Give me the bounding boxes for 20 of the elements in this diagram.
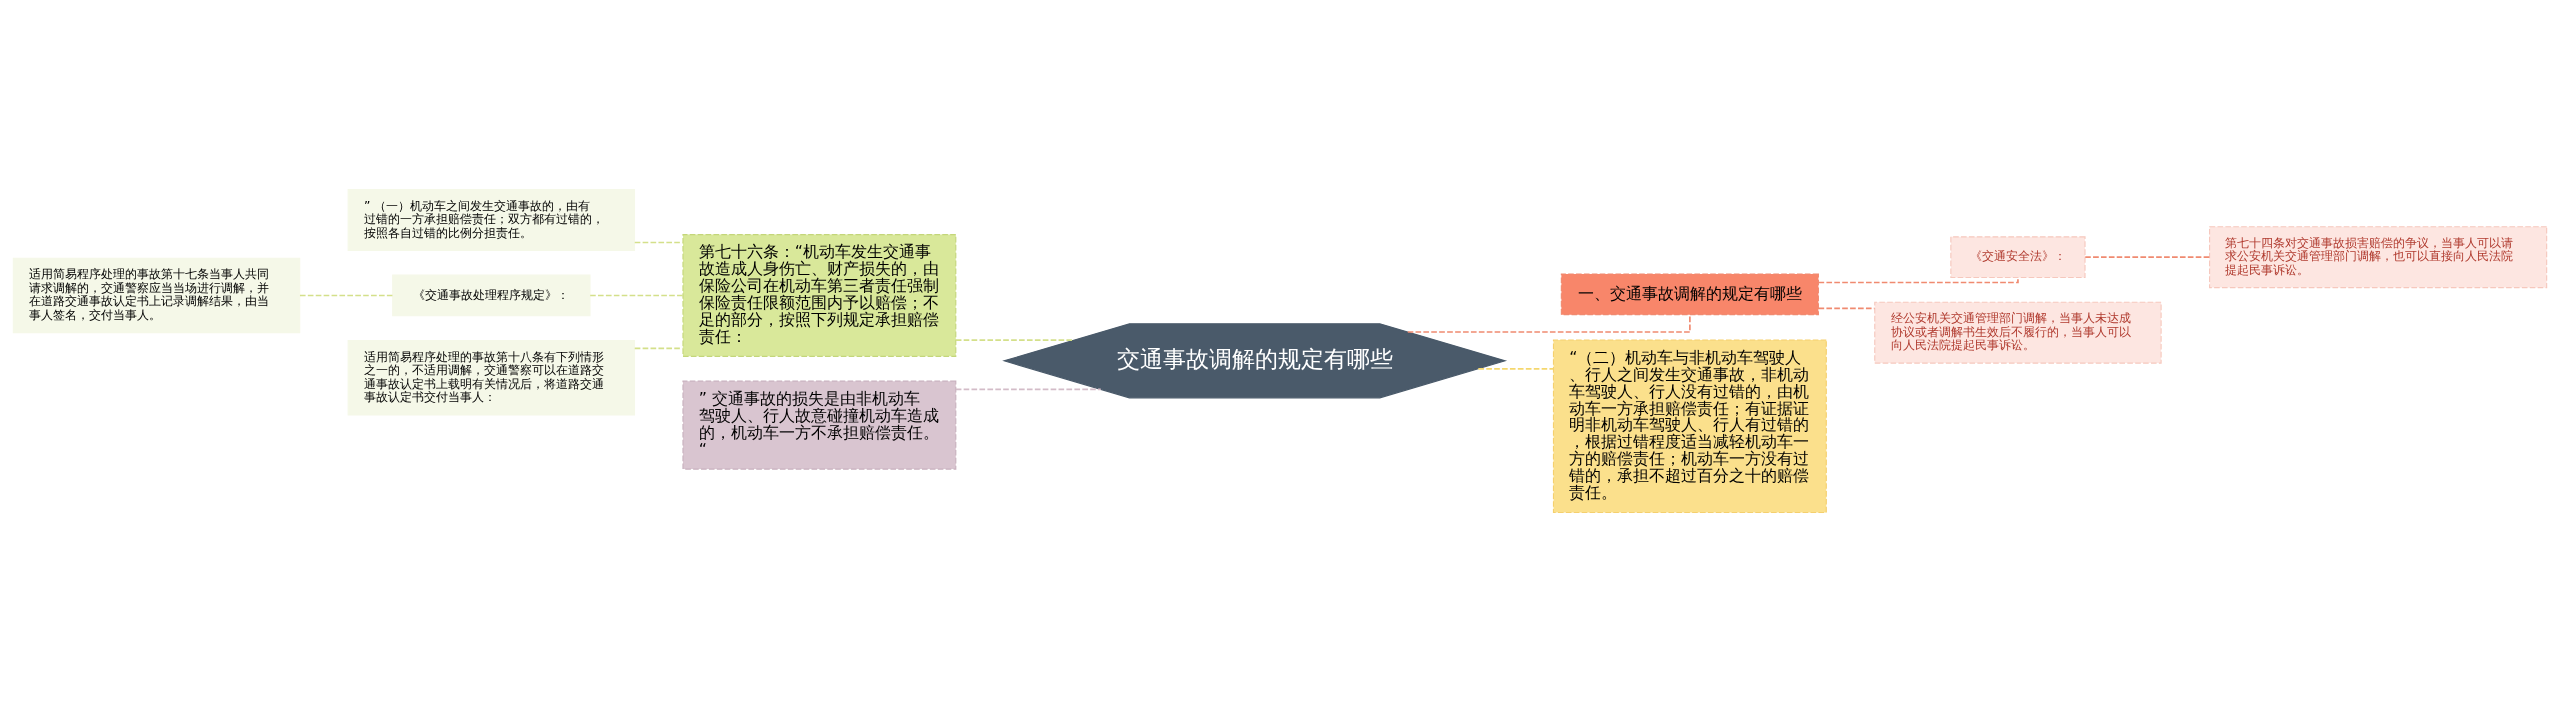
node-box: 适用简易程序处理的事故第十七条当事人共同请求调解的，交通警察应当当场进行调解，并在道路交通事故认定书上记录调解结果，由当事人签名，交付当事人。: [12, 257, 301, 334]
connector: [1477, 368, 1555, 370]
node-box: 《交通安全法》：: [1950, 236, 2086, 278]
node-box: “（二）机动车与非机动车驾驶人、行人之间发生交通事故，非机动车驾驶人、行人没有过错的，由机动车一方承担赔偿责任；有证据证明非机动车驾驶人、行人有过错的，根据过错程度适当减轻机动车一方的赔偿责任；机动车一方没有过错的，承担不超过百分之十的赔偿责任。: [1552, 339, 1827, 514]
node-box: ” （一）机动车之间发生交通事故的，由有过错的一方承担赔偿责任；双方都有过错的，按照各自过错的比例分担责任。: [347, 188, 636, 251]
connector: [1817, 276, 2019, 284]
node-box: 《交通事故处理程序规定》：: [392, 274, 591, 317]
connector: [633, 347, 684, 350]
node-box: ” 交通事故的损失是由非机动车驾驶人、行人故意碰撞机动车造成的，机动车一方不承担赔偿责任。 “: [682, 380, 957, 470]
connector: [633, 241, 684, 244]
connector: [2084, 256, 2211, 258]
node-box: 第七十四条对交通事故损害赔偿的争议，当事人可以请求公安机关交通管理部门调解，也可以直接向人民法院提起民事诉讼。: [2209, 226, 2548, 289]
connector: [955, 388, 1102, 391]
node-box: 一、交通事故调解的规定有哪些: [1560, 273, 1819, 316]
node-box: 适用简易程序处理的事故第十八条有下列情形之一的，不适用调解，交通警察可以在道路交通事故认定书上载明有关情况后，将道路交通事故认定书交付当事人：: [347, 340, 636, 416]
node-box: 第七十六条：“机动车发生交通事故造成人身伤亡、财产损失的，由保险公司在机动车第三者责任强制保险责任限额范围内予以赔偿；不足的部分，按照下列规定承担赔偿责任：: [682, 234, 957, 357]
connector: [299, 294, 394, 297]
connector: [589, 294, 684, 297]
connector: [955, 339, 1075, 342]
node-box: 经公安机关交通管理部门调解，当事人未达成协议或者调解书生效后不履行的，当事人可以向人民法院提起民事诉讼。: [1874, 301, 2162, 364]
